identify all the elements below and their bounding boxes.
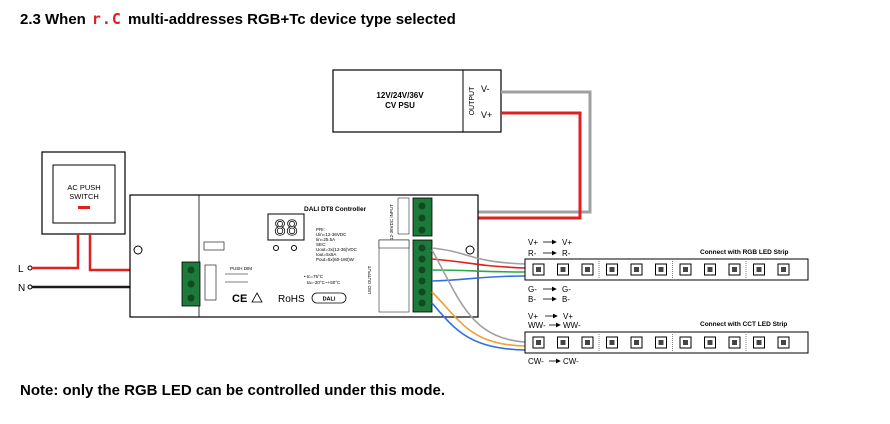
rgb-label-top: V+ [528,238,538,247]
temp-line: ta=-20°C~+50°C [307,280,341,285]
controller-title: DALI DT8 Controller [304,206,367,213]
live-wire-to-switch [32,234,80,270]
cct-led-chip-core [634,340,639,345]
ce-mark: CE [232,293,247,305]
psu-positive-wire [432,111,582,220]
dali-logo-text: DALI [323,297,336,303]
spec-line: Uin=12-36VDC [316,232,347,237]
push-dim-wiring-icon [203,241,248,283]
l-terminal [27,265,33,271]
display-digits: 88 [274,216,298,240]
rgb-label-bottom: B- [528,295,536,304]
rgb-led-chip-core [683,267,688,272]
cct-label-top-out: V+ [563,312,573,321]
rgb-label-bottom-out: G- [562,285,571,294]
cct-ww-wire [431,291,526,347]
spec-line: Iin=25.5A [316,237,335,242]
psu-type: CV PSU [385,101,415,110]
psu-voltage: 12V/24V/36V [376,91,424,100]
switch-indicator [78,206,90,209]
cct-led-strip [524,331,809,354]
cct-led-chip-core [585,340,590,345]
rohs-mark: RoHS [278,294,305,305]
warning-icon [251,292,263,303]
rgb-led-chip-core [756,267,762,272]
rgb-led-chip-core [536,267,541,272]
temp-line: • tc=75°C [304,274,324,279]
cv-psu: 12V/24V/36V CV PSU OUTPUT V- V+ [332,69,502,133]
switch-line2: SWITCH [69,192,99,201]
heading-suffix: multi-addresses RGB+Tc device type selec… [127,11,456,28]
psu-output-label: OUTPUT [469,86,476,116]
rgb-led-chip-core [732,267,737,272]
rgb-b-wire [431,275,526,282]
spec-line: Pout=5x(60-180)W [316,257,355,262]
rgb-led-chip-core [634,267,639,272]
push-dim-label: PUSH DIM [230,266,252,271]
spec-line: SEC: [316,242,327,247]
cct-led-chip-core [707,340,713,345]
spec-line: Iout=5x5A [316,252,336,257]
section-heading: 2.3 When r.C multi-addresses RGB+Tc device… [20,10,456,28]
spec-line: Uout=3x(12-36)VDC [316,247,358,252]
cct-led-chip-core [756,340,762,345]
cct-led-chip-core [658,340,664,345]
mode-glyph-icon: r.C [91,10,122,28]
input-voltage-label: 12-36VDC INPUT [389,204,394,240]
rgb-label-top-out: R- [562,249,571,258]
rgb-led-chip-core [609,267,615,272]
rgb-led-chip-core [707,267,713,272]
cct-led-chip-core [683,340,688,345]
cct-label-top: V+ [528,312,538,321]
cct-led-chip-core [536,340,541,345]
rgb-label-bottom-out: B- [562,295,570,304]
rgb-r-wire [431,258,526,269]
rgb-led-chip-core [781,267,786,272]
cct-led-chip-core [781,340,786,345]
mount-hole-left [133,245,143,255]
cct-label-top-out: WW- [563,321,581,330]
button-right [291,245,297,251]
footer-note: Note: only the RGB LED can be controlled… [20,382,446,399]
cct-vplus-wire [431,249,526,343]
n-terminal [27,284,33,290]
led-output-terminal-block [412,239,433,313]
rgb-label-top-out: V+ [562,238,572,247]
cct-cw-wire [431,302,526,351]
rgb-vplus-wire [431,247,526,265]
psu-negative-wire [432,90,592,214]
ac-push-switch: AC PUSH SWITCH [41,151,126,235]
mains-n-label: N [18,283,25,294]
dali-controller: 88 DALI DT8 Controller PRI: Uin=12-36VDC… [129,194,479,318]
rgb-led-chip-core [658,267,664,272]
cct-led-chip-core [560,340,566,345]
mount-hole-right [465,245,475,255]
rgb-label-bottom: G- [528,285,537,294]
led-output-label: LED OUTPUT [367,266,372,295]
button-left [273,245,279,251]
rgb-label-top: R- [528,249,537,258]
cct-led-chip-core [609,340,615,345]
rgb-strip-title: Connect with RGB LED Strip [700,249,789,256]
rgb-led-chip-core [560,267,566,272]
dali-logo [311,292,347,304]
heading-prefix: 2.3 When [20,11,86,28]
rgb-led-chip-core [585,267,590,272]
cct-label-top: WW- [528,321,546,330]
cct-led-chip-core [732,340,737,345]
cct-label-bottom: CW- [528,357,544,366]
mains-l-label: L [18,264,24,275]
cct-label-bottom-out: CW- [563,357,579,366]
spec-line: PRI: [316,227,325,232]
switch-line1: AC PUSH [67,183,100,192]
rgb-led-strip [524,258,809,281]
cct-strip-title: Connect with CCT LED Strip [700,321,787,328]
psu-v-plus: V+ [481,110,492,120]
psu-v-minus: V- [481,84,490,94]
segment-display [267,213,305,241]
